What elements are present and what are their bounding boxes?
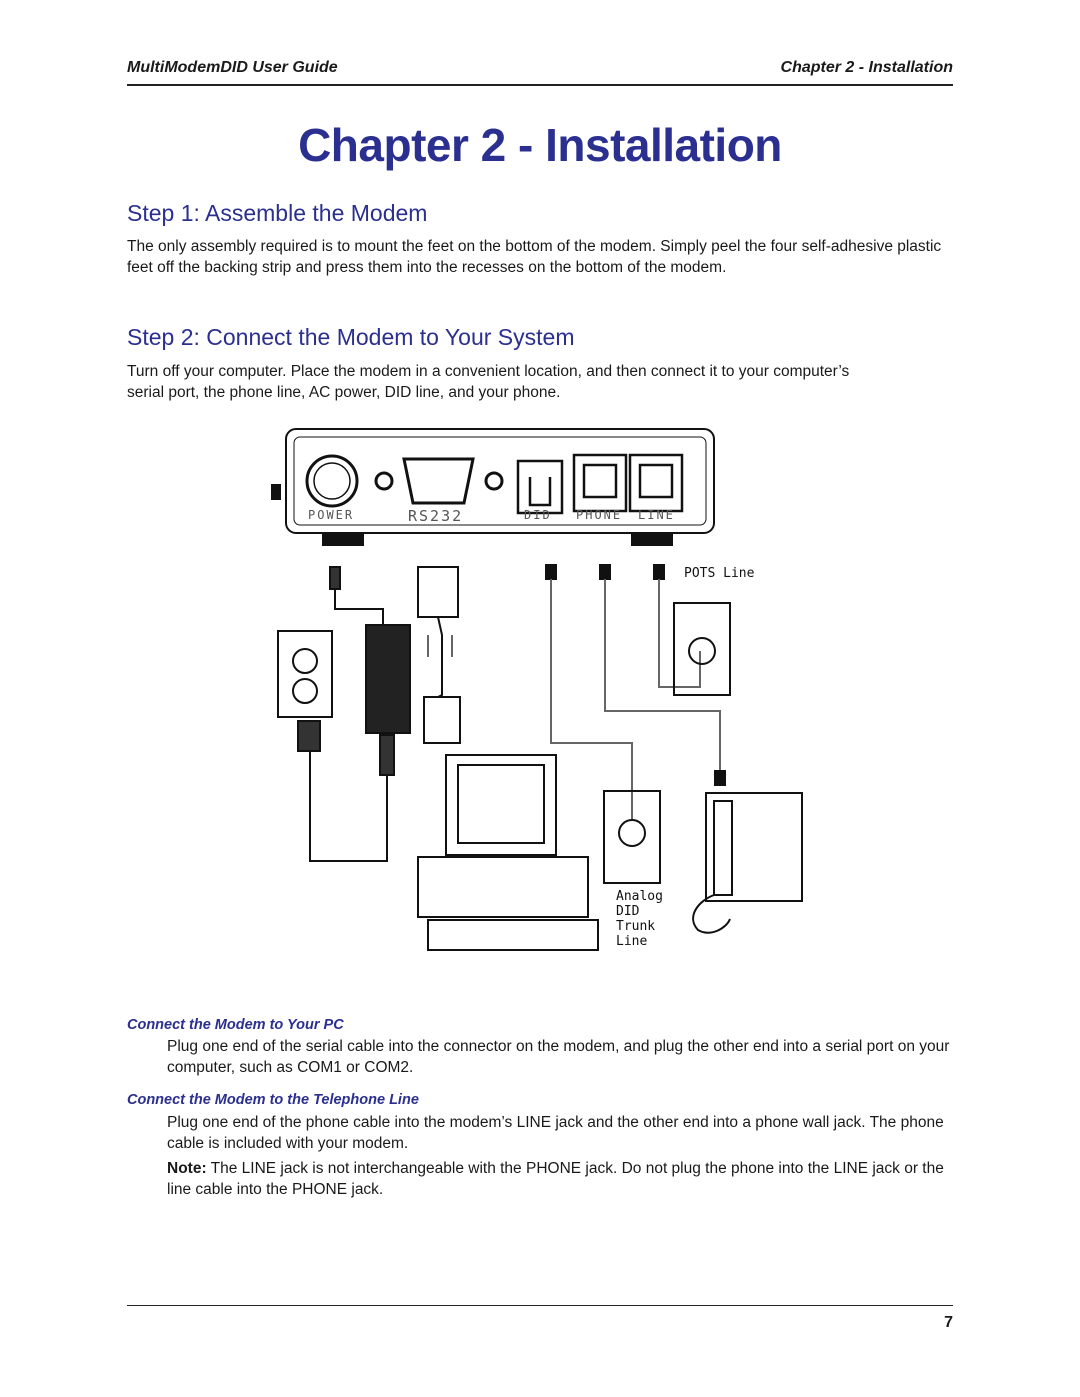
header-chapter-title: Chapter 2 - Installation <box>780 59 953 76</box>
connection-diagram: POWER RS232 DID PHONE LINE <box>271 428 803 951</box>
computer-icon <box>417 754 599 951</box>
port-label-power: POWER <box>308 508 354 522</box>
port-label-did: DID <box>524 508 552 522</box>
phone-jack-icon <box>572 453 628 513</box>
note-label: Note: <box>167 1160 207 1177</box>
svg-text:Analog: Analog <box>616 889 663 904</box>
header-guide-title: MultiModemDID User Guide <box>127 59 338 76</box>
running-header: MultiModemDID User Guide Chapter 2 - Ins… <box>127 57 953 79</box>
connect-line-heading: Connect the Modem to the Telephone Line <box>127 1092 419 1108</box>
footer-rule <box>127 1305 953 1306</box>
pots-wall-jack-icon <box>673 602 731 696</box>
page-number: 7 <box>944 1314 953 1331</box>
svg-text:Trunk: Trunk <box>616 919 655 934</box>
power-adapter-icon <box>297 566 411 862</box>
modem-rear-panel <box>271 428 715 546</box>
line-jack-icon <box>628 453 684 513</box>
port-labels: POWER RS232 DID PHONE LINE <box>308 507 675 525</box>
connect-pc-heading: Connect the Modem to Your PC <box>127 1017 344 1033</box>
connect-line-text: Plug one end of the phone cable into the… <box>167 1114 944 1152</box>
header-rule <box>127 84 953 86</box>
chapter-title: Chapter 2 - Installation <box>298 119 782 171</box>
step2-heading: Step 2: Connect the Modem to Your System <box>127 324 575 350</box>
rs232-port-icon <box>374 457 504 505</box>
svg-text:DID: DID <box>616 904 640 919</box>
note-text: The LINE jack is not interchangeable wit… <box>167 1160 944 1198</box>
port-label-line: LINE <box>638 508 675 522</box>
port-label-rs232: RS232 <box>408 507 463 525</box>
power-jack-icon <box>305 454 359 508</box>
note-paragraph: Note: The LINE jack is not interchangeab… <box>167 1158 957 1200</box>
pots-line-label: POTS Line <box>684 566 755 581</box>
step1-text: The only assembly required is to mount t… <box>127 238 942 276</box>
serial-cable-icon <box>417 566 461 744</box>
phone-cables <box>545 564 726 819</box>
did-jack-icon <box>516 459 564 515</box>
telephone-icon <box>692 792 803 934</box>
step2-text: Turn off your computer. Place the modem … <box>127 363 850 401</box>
did-wall-jack-icon <box>603 790 661 884</box>
analog-did-label: Analog DID Trunk Line <box>616 889 663 949</box>
connect-pc-text: Plug one end of the serial cable into th… <box>167 1038 950 1076</box>
step1-heading: Step 1: Assemble the Modem <box>127 200 428 226</box>
port-label-phone: PHONE <box>576 508 622 522</box>
wall-outlet-icon <box>277 630 333 718</box>
svg-text:Line: Line <box>616 934 647 949</box>
